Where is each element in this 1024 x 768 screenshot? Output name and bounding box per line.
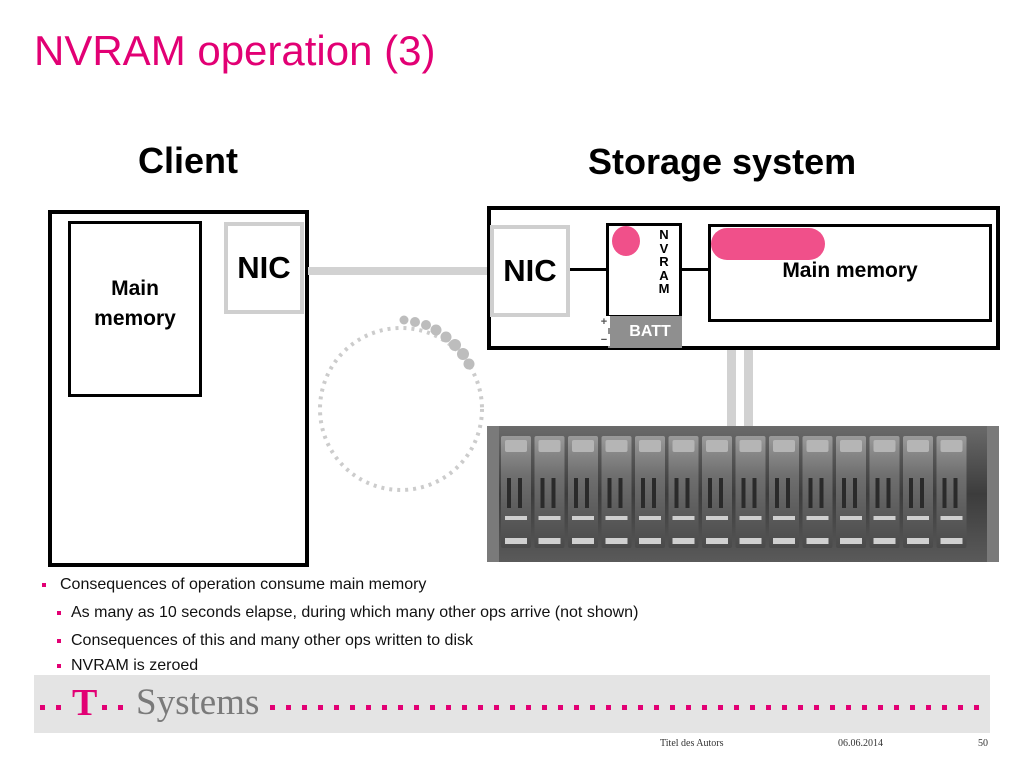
pending-op-nvram <box>612 226 640 256</box>
slide-title: NVRAM operation (3) <box>34 27 436 74</box>
brand-t-logo: T <box>72 682 98 724</box>
nvram-label: N V R A M <box>658 227 670 296</box>
client-heading: Client <box>138 140 239 181</box>
bullet-marker <box>57 611 61 615</box>
brand-dots <box>40 705 979 710</box>
bullet-item: NVRAM is zeroed <box>71 657 199 674</box>
storage-nic: NIC <box>490 225 570 317</box>
disk-link-left <box>727 350 736 428</box>
battery-minus-icon: − <box>598 334 610 346</box>
disk-shelf <box>487 426 999 562</box>
dotted-arc-icon <box>318 315 484 492</box>
footer-date: 06.06.2014 <box>838 738 883 749</box>
footer-author: Titel des Autors <box>660 738 724 749</box>
battery: BATT <box>608 316 682 348</box>
disk-link-right <box>744 350 753 428</box>
bullet-item: Consequences of operation consume main m… <box>60 576 427 593</box>
bullet-marker <box>57 664 61 668</box>
brand-systems-wordmark: Systems <box>136 682 260 723</box>
storage-main-memory-label: Main memory <box>782 259 918 282</box>
nic-nvram-link <box>570 268 608 271</box>
client-main-memory-label: Main memory <box>94 277 176 330</box>
bullet-marker <box>42 583 46 587</box>
battery-plus-icon: + <box>598 316 610 328</box>
network-link <box>308 267 490 275</box>
nvram-memory-link <box>682 268 710 271</box>
footer-page-number: 50 <box>978 738 988 749</box>
pending-op-memory <box>711 228 825 260</box>
bullet-item: As many as 10 seconds elapse, during whi… <box>71 604 639 621</box>
client-main-memory-box <box>68 221 202 397</box>
storage-heading: Storage system <box>588 141 857 182</box>
bullet-marker <box>57 639 61 643</box>
footer-brand-bar <box>34 675 990 733</box>
client-nic: NIC <box>224 222 304 314</box>
bullet-item: Consequences of this and many other ops … <box>71 632 473 649</box>
